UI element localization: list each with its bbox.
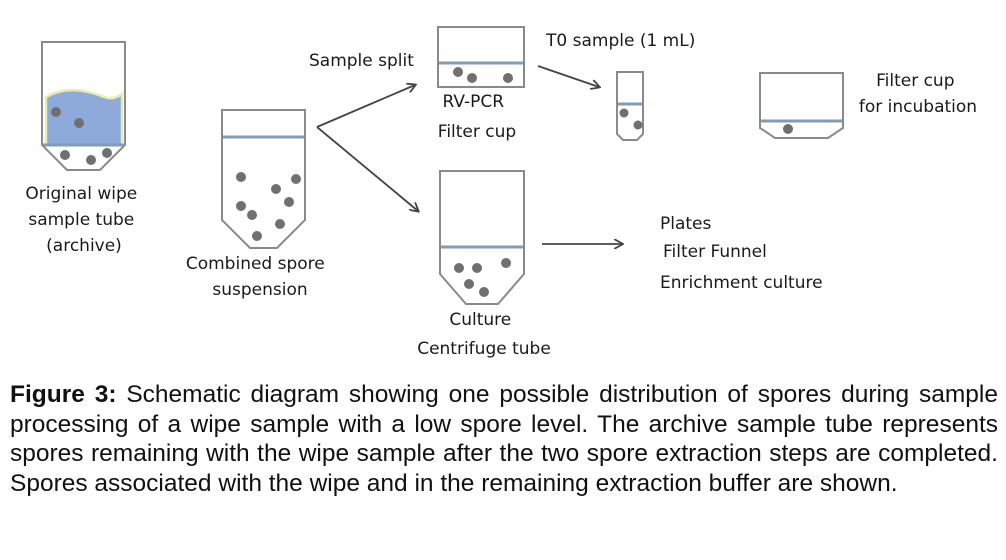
- spore-distribution-diagram: Original wipe sample tube (archive) Comb…: [25, 26, 977, 359]
- spore: [275, 219, 285, 229]
- figure-label: Figure 3:: [10, 381, 117, 408]
- spore: [619, 108, 629, 118]
- spore: [284, 197, 294, 207]
- t0-arrow: [537, 65, 599, 87]
- t0-sample-label: T0 sample (1 mL): [545, 31, 695, 51]
- spore: [74, 118, 84, 128]
- spore: [60, 150, 70, 160]
- filter-incubation-label: Filter cup for incubation: [859, 71, 977, 117]
- figure-caption: Figure 3: Schematic diagram showing one …: [10, 380, 998, 498]
- culture-label: Culture Centrifuge tube: [417, 310, 551, 359]
- sample-split-label: Sample split: [309, 51, 414, 71]
- spore: [51, 107, 61, 117]
- spore: [501, 258, 511, 268]
- combined-suspension-label: Combined spore suspension: [186, 254, 330, 300]
- spore: [247, 210, 257, 220]
- spore: [472, 263, 482, 273]
- culture-outputs-list: Plates Filter Funnel Enrichment culture: [660, 214, 823, 293]
- spore: [783, 124, 793, 134]
- spore: [453, 67, 463, 77]
- spore: [633, 120, 643, 130]
- spore: [236, 201, 246, 211]
- filter-cup-incubation: [759, 72, 844, 139]
- spore: [86, 155, 96, 165]
- spore: [503, 73, 513, 83]
- split-arrow-up: [316, 85, 415, 128]
- wipe-material: [44, 89, 124, 147]
- combined-suspension-tube: [221, 109, 306, 249]
- spore: [467, 73, 477, 83]
- spore: [291, 174, 301, 184]
- spore: [252, 231, 262, 241]
- spore: [479, 287, 489, 297]
- spore: [102, 148, 112, 158]
- culture-centrifuge-tube: [439, 170, 525, 305]
- caption-text: Schematic diagram showing one possible d…: [10, 381, 998, 497]
- spore: [236, 172, 246, 182]
- rvpcr-label: RV-PCR Filter cup: [438, 92, 516, 142]
- split-arrow-down: [316, 126, 418, 211]
- rvpcr-filter-cup: [437, 26, 525, 88]
- spore: [454, 263, 464, 273]
- t0-sample-tube: [616, 71, 644, 141]
- spore: [464, 279, 474, 289]
- original-tube-label: Original wipe sample tube (archive): [25, 184, 142, 256]
- original-wipe-sample-tube: [41, 41, 126, 171]
- spore: [271, 184, 281, 194]
